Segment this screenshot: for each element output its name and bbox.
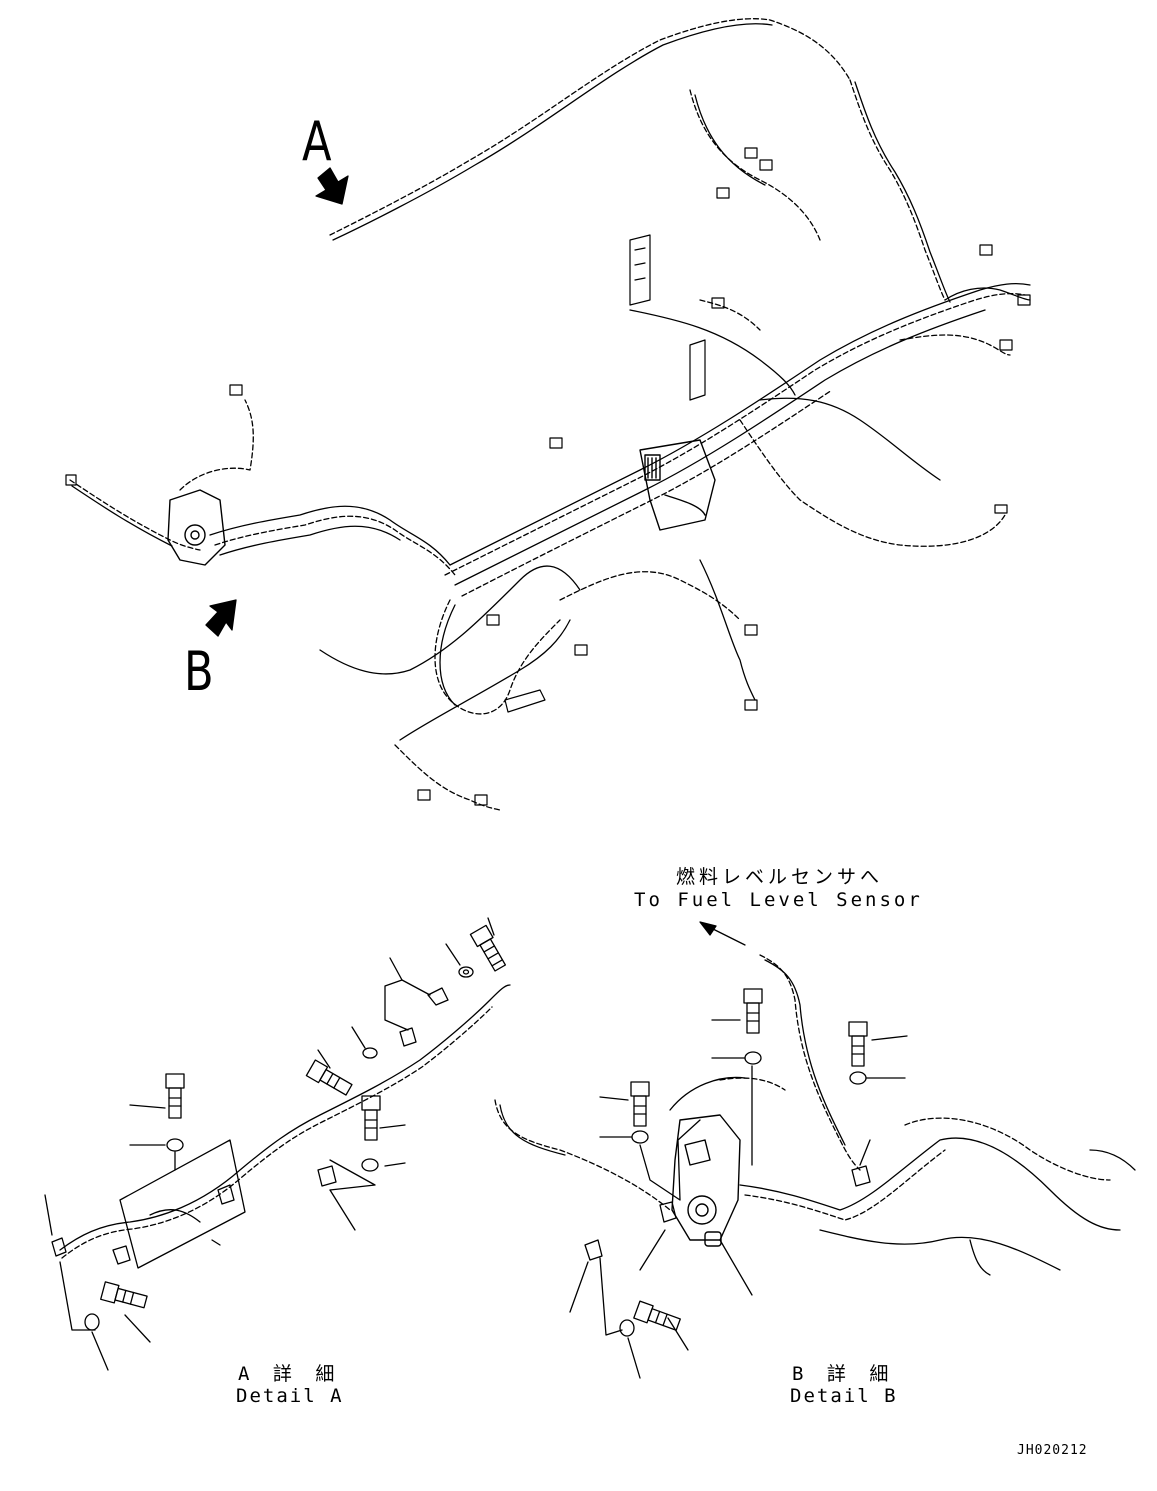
top-branch-cable-inner [332, 23, 773, 241]
clamp [399, 1027, 417, 1047]
washer [458, 966, 474, 978]
fuel-sensor-callout-en: To Fuel Level Sensor [634, 889, 923, 911]
detail-b-caption-jp: B 詳 細 [792, 1363, 895, 1385]
clamp [51, 1237, 67, 1257]
detail-b-drawing [494, 921, 1136, 1379]
clamp [851, 1165, 871, 1187]
washer [619, 1319, 635, 1337]
top-branch-cable [329, 18, 851, 236]
main-trunk-upper [449, 283, 1031, 566]
view-arrows [205, 167, 349, 637]
washer [361, 1158, 379, 1172]
clamp [427, 987, 449, 1006]
bolt [469, 924, 507, 972]
bolt [848, 1021, 868, 1067]
bolt [633, 1300, 681, 1331]
bolt [361, 1095, 381, 1141]
bolt [100, 1281, 148, 1309]
clamp [217, 1184, 235, 1205]
fuel-pump-unit [671, 1114, 741, 1247]
drawing-code: JH020212 [1017, 1443, 1088, 1458]
connector-comb [504, 234, 706, 713]
bolt [305, 1059, 353, 1096]
detail-a-caption-jp: A 詳 細 [238, 1363, 341, 1385]
clamp [584, 1239, 603, 1261]
washer [849, 1071, 867, 1085]
view-letter-b: B [184, 640, 214, 703]
washer [166, 1138, 184, 1152]
bolt [165, 1073, 185, 1119]
view-arrow-b [205, 599, 237, 637]
bolt [630, 1081, 650, 1127]
washer [362, 1047, 378, 1059]
detail-a-drawing [44, 917, 511, 1371]
main-harness [65, 18, 1031, 811]
washer [84, 1313, 100, 1331]
left-component [167, 489, 226, 566]
detail-a-caption-en: Detail A [236, 1385, 344, 1407]
washer [744, 1051, 762, 1065]
leader-lines [569, 1019, 908, 1379]
fuel-sensor-callout-jp: 燃料レベルセンサへ [676, 866, 884, 888]
left-harness [209, 505, 451, 566]
bolt [743, 988, 763, 1034]
clamp [112, 1245, 131, 1265]
relay-block [639, 439, 716, 531]
connectors [65, 147, 1031, 806]
view-letter-a: A [302, 110, 332, 173]
view-arrow-a [315, 167, 349, 205]
washer [631, 1130, 649, 1144]
clamp [659, 1201, 677, 1223]
detail-b-caption-en: Detail B [790, 1385, 898, 1407]
clamp [317, 1165, 337, 1187]
leader-lines [44, 917, 495, 1371]
